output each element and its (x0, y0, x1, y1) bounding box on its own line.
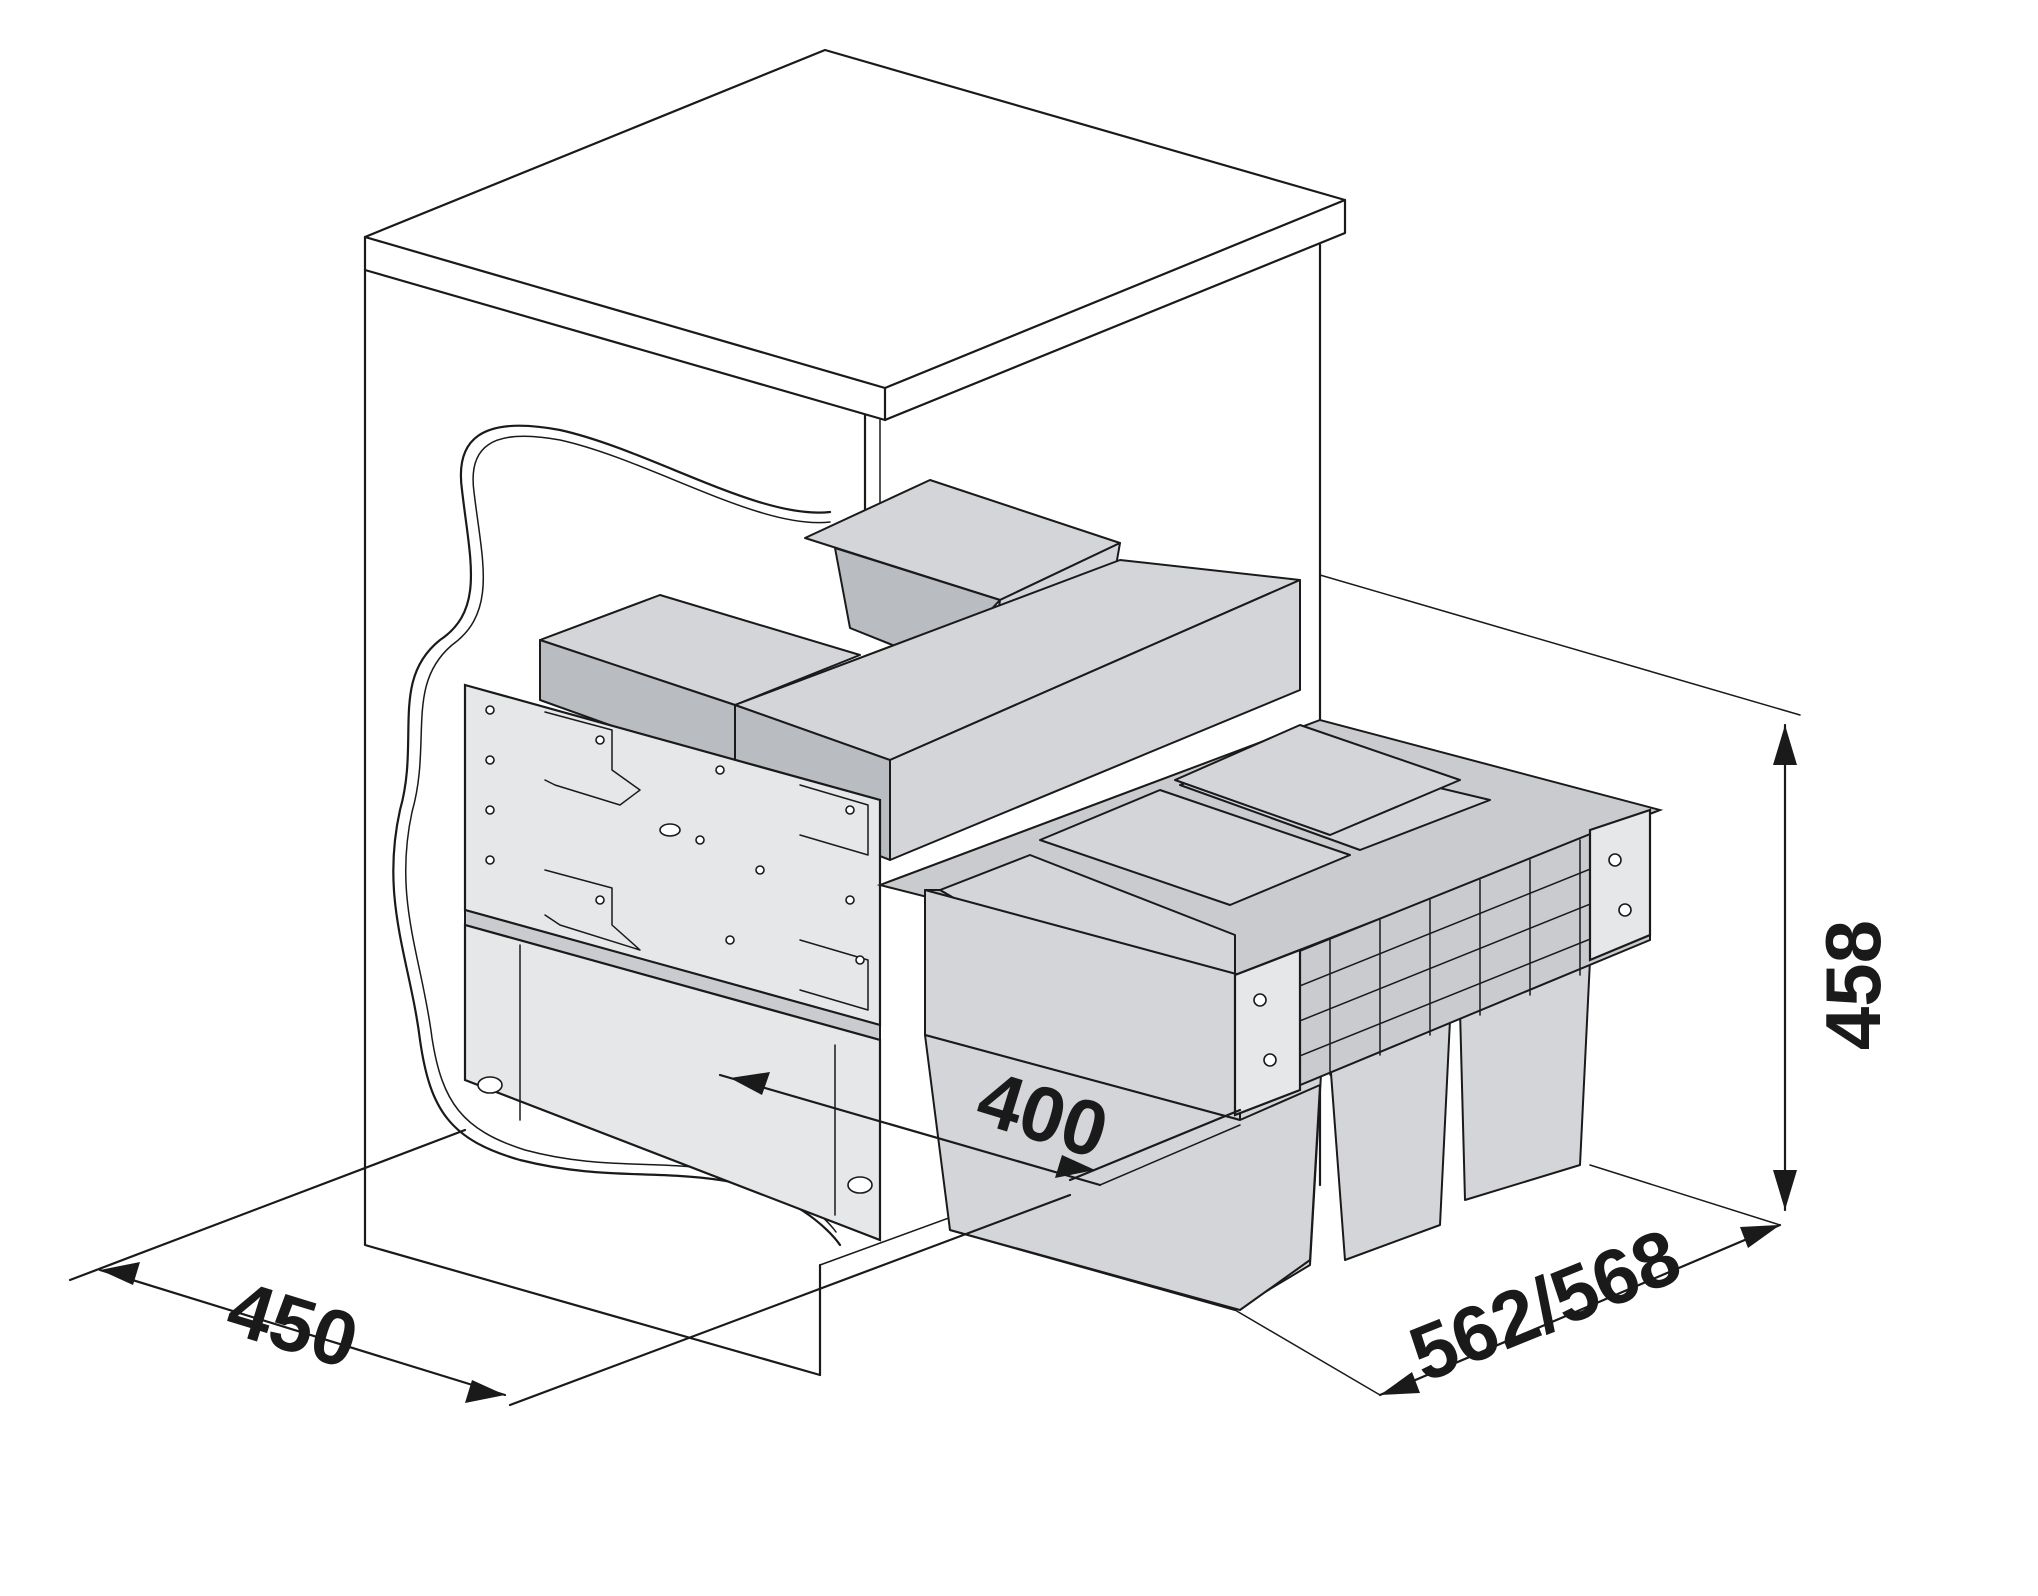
dimension-450: 450 (68, 1128, 1072, 1407)
pullout-bins (876, 718, 1664, 1311)
dimension-label-458: 458 (1809, 920, 1897, 1050)
dimension-label-450: 450 (218, 1263, 368, 1385)
front-mounting-plate (463, 683, 882, 1242)
cutaway-outline (392, 424, 842, 1247)
dimension-458: 458 (1773, 723, 1897, 1212)
dimension-label-562-568: 562/568 (1398, 1211, 1692, 1398)
cabinet-outline (363, 48, 1347, 1377)
